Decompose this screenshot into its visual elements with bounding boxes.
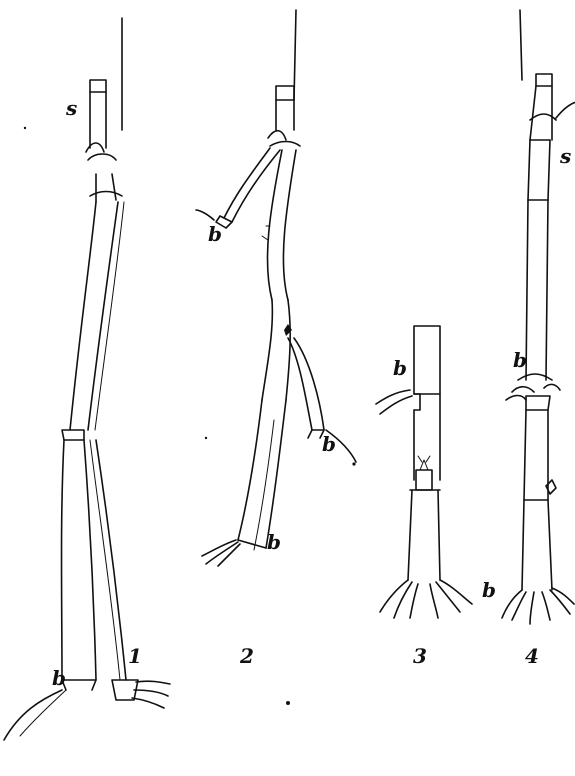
label-b-fig2-upper: b [208,224,222,244]
label-s-fig4: s [560,146,571,166]
figure-number-2: 2 [240,646,254,666]
label-b-fig3-lower: b [482,580,496,600]
figure-4-drawing [502,10,575,624]
figure-number-3: 3 [413,646,427,666]
label-b-fig1: b [52,668,66,688]
label-s-fig1: s [66,98,77,118]
figure-3-drawing [376,326,472,618]
label-b-fig2-right: b [322,434,336,454]
figure-number-4: 4 [525,646,539,666]
figure-1-drawing [4,18,170,740]
figure-2-drawing [196,10,356,566]
label-b-fig3-upper: b [393,358,407,378]
label-b-fig2-lower: b [267,532,281,552]
label-b-fig4: b [513,350,527,370]
figure-number-1: 1 [128,646,142,666]
